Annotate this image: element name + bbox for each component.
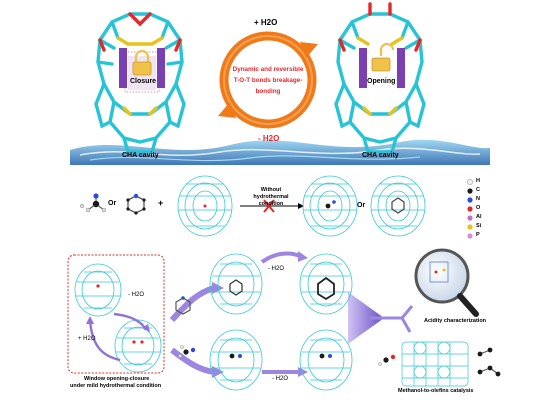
legend-label-n: N: [476, 196, 480, 202]
legend-dot-p: [467, 233, 473, 239]
legend-label-h: H: [476, 178, 480, 184]
middle-empty-cage: [177, 175, 233, 237]
pyridine-molecule-icon: [126, 193, 146, 215]
flow-arrows: [169, 251, 414, 378]
closure-label: Closure: [130, 78, 157, 85]
plus-label: +: [158, 198, 164, 208]
window-caption-line1: Window opening-closure: [84, 376, 150, 382]
big-converge-arrow: [348, 292, 384, 344]
bottom-cage-upper-a: [209, 253, 263, 315]
methanol-input-icon: [378, 354, 396, 366]
bottom-cage-lower-a: [209, 329, 263, 391]
legend-dot-o: [467, 206, 473, 212]
plus-water-left: + H2O: [78, 336, 96, 342]
mto-label: Methanol-to-olefins catalysis: [398, 388, 474, 394]
legend-dot-si: [467, 224, 473, 230]
legend-label-o: O: [476, 205, 481, 211]
atom-legend: [467, 179, 473, 239]
middle-cage-with-pyridine: [370, 175, 426, 237]
legend-dot-n: [467, 197, 473, 203]
middle-cage-with-methanol: [302, 175, 358, 237]
or-label-1: Or: [108, 200, 117, 207]
olefin-output-icon: [477, 347, 501, 377]
acidity-label: Acidity characterization: [424, 318, 487, 324]
bottom-cage-upper-b: [299, 253, 353, 315]
or-label-2: Or: [357, 202, 366, 209]
minus-water-bottom: - H2O: [272, 376, 289, 382]
window-caption-line2: under mild hydrothermal condition: [70, 383, 162, 389]
legend-label-c: C: [476, 187, 480, 193]
legend-label-p: P: [476, 232, 480, 238]
left-cha-cage: [94, 12, 186, 154]
bottom-cage-closed: [74, 263, 122, 317]
top-add-water-label: + H2O: [254, 18, 278, 27]
bottom-cage-open: [114, 319, 162, 373]
bottom-cage-lower-b: [299, 329, 353, 391]
ring-text: Dynamic and reversible T-O-T bonds break…: [232, 66, 304, 95]
right-cavity-label: CHA cavity: [362, 152, 399, 159]
minus-water-top: - H2O: [268, 266, 285, 272]
open-padlock-icon: [371, 42, 395, 72]
right-cha-cage: [334, 2, 426, 154]
no-reaction-arrow: [240, 199, 304, 213]
legend-dot-h: [467, 179, 473, 185]
bottom-methanol-icon: [178, 345, 196, 358]
no-hydrothermal-label: Without hydrothermal condition: [253, 187, 289, 207]
legend-label-si: Si: [476, 223, 482, 229]
cycle-arrows-small: [86, 312, 150, 362]
left-cavity-label: CHA cavity: [122, 152, 159, 159]
minus-water-left: - H2O: [128, 292, 145, 298]
closed-padlock-icon: [132, 49, 152, 76]
magnifier-icon: [414, 248, 479, 317]
right-lock-window: [359, 48, 405, 88]
legend-dot-c: [467, 188, 473, 194]
mto-framework: [401, 341, 469, 387]
reversible-cycle-arrows: [218, 31, 318, 129]
methanol-molecule-icon: [79, 193, 107, 213]
opening-label: Opening: [367, 78, 396, 85]
top-remove-water-label: - H2O: [258, 134, 280, 143]
window-dashed-box: [67, 254, 165, 374]
bottom-pyridine-icon: [175, 296, 191, 315]
legend-dot-al: [467, 215, 473, 221]
legend-label-al: Al: [476, 214, 482, 220]
